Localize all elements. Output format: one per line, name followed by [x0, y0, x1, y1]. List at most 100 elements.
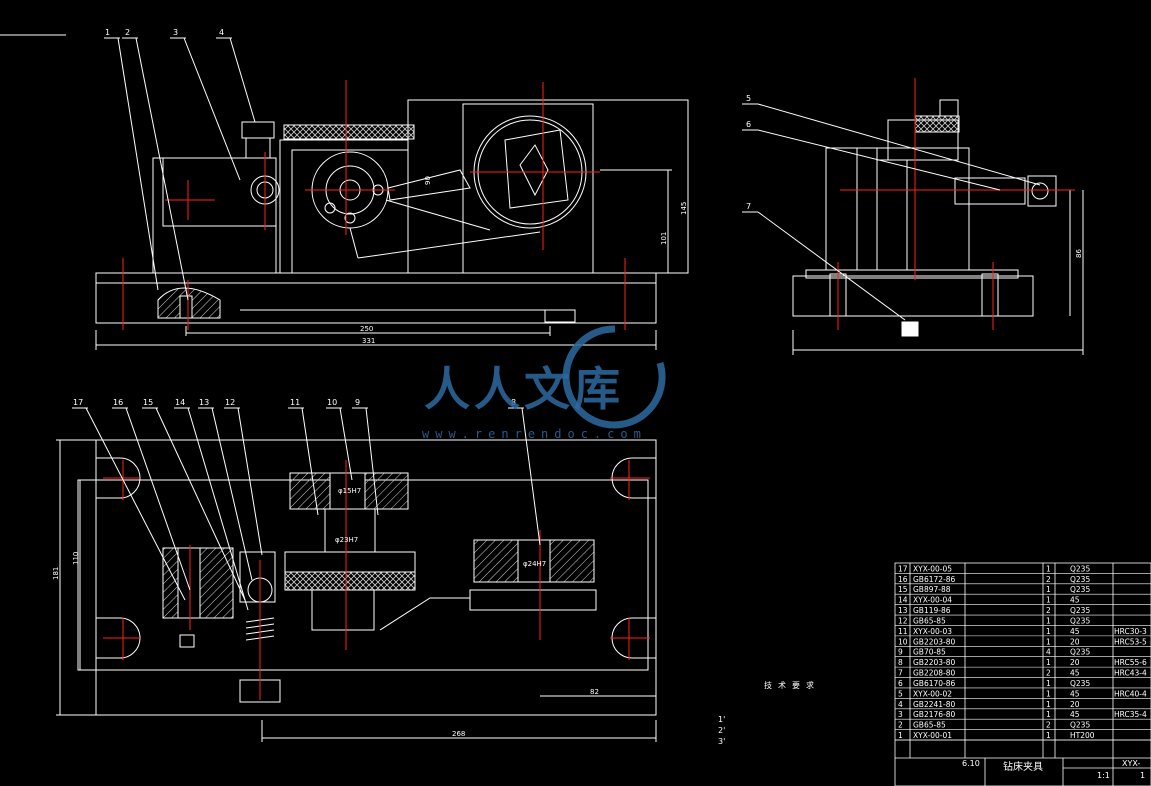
leader-lines: [72, 37, 1041, 611]
balloon-5: 5: [746, 94, 751, 103]
bom-cell-material: 45: [1070, 596, 1080, 605]
bom-cell-material: 20: [1070, 658, 1080, 667]
bom-cell-code: GB2176-80: [913, 710, 956, 719]
bom-cell-qty: 1: [1046, 700, 1051, 709]
bom-cell-note: HRC53-5: [1114, 637, 1147, 646]
bom-cell-material: Q235: [1070, 606, 1090, 615]
dim-phi23: φ23H7: [335, 536, 358, 544]
bom-cell-code: XYX-00-03: [913, 627, 952, 636]
dim-110: 110: [72, 552, 80, 565]
bom-cell-qty: 4: [1046, 648, 1051, 657]
balloon-11: 11: [290, 398, 300, 407]
bom-cell-no: 16: [898, 575, 908, 584]
balloon-4: 4: [219, 28, 224, 37]
bom-cell-qty: 1: [1046, 616, 1051, 625]
balloon-6: 6: [746, 120, 751, 129]
bom-cell-code: GB2203-80: [913, 637, 956, 646]
bom-cell-code: GB70-85: [913, 648, 946, 657]
bom-cell-note: HRC40-4: [1114, 689, 1147, 698]
bom-cell-code: GB119-86: [913, 606, 951, 615]
balloon-8: 8: [511, 398, 516, 407]
bom-cell-code: GB2203-80: [913, 658, 956, 667]
dim-181: 181: [52, 567, 60, 580]
bom-cell-code: GB2208-80: [913, 669, 956, 678]
bom-cell-no: 7: [898, 669, 903, 678]
bom-cell-qty: 1: [1046, 585, 1051, 594]
dim-90: 90: [424, 176, 432, 185]
plan-view: [56, 439, 657, 742]
dim-250: 250: [360, 325, 373, 333]
dim-82: 82: [590, 688, 599, 696]
bom-cell-qty: 1: [1046, 710, 1051, 719]
dim-101: 101: [660, 232, 668, 245]
bom-cell-material: 45: [1070, 710, 1080, 719]
front-centerlines: [122, 80, 626, 330]
bom-cell-no: 5: [898, 689, 903, 698]
tech-line-3: 3': [718, 737, 726, 746]
dim-331: 331: [362, 337, 375, 345]
bom-cell-no: 6: [898, 679, 903, 688]
bom-cell-code: GB65-85: [913, 721, 946, 730]
bom-cell-qty: 1: [1046, 689, 1051, 698]
dim-86: 86: [1075, 249, 1083, 258]
bom-cell-qty: 1: [1046, 658, 1051, 667]
bom-cell-note: HRC55-6: [1114, 658, 1147, 667]
bom-cell-material: 20: [1070, 637, 1080, 646]
tech-line-2: 2': [718, 726, 726, 735]
bom-cell-material: 45: [1070, 669, 1080, 678]
bom-cell-qty: 1: [1046, 627, 1051, 636]
dim-140: 140: [905, 326, 918, 334]
balloon-10: 10: [327, 398, 337, 407]
bom-cell-material: HT200: [1070, 731, 1095, 740]
side-centerlines: [837, 78, 1075, 330]
bom-cell-material: 45: [1070, 627, 1080, 636]
balloon-14: 14: [175, 398, 185, 407]
balloon-1: 1: [105, 28, 110, 37]
bom-cell-material: Q235: [1070, 564, 1090, 573]
dimension-texts: 250 331 90 101 145 86 140 181 110 82 268…: [52, 176, 1083, 738]
tech-heading: 技术要求: [764, 681, 820, 690]
bom-cell-no: 9: [898, 648, 903, 657]
bom-cell-qty: 2: [1046, 575, 1051, 584]
dim-phi15: φ15H7: [338, 487, 361, 495]
balloon-17: 17: [73, 398, 83, 407]
balloon-15: 15: [143, 398, 153, 407]
bom-cell-code: XYX-00-04: [913, 596, 952, 605]
bom-cell-no: 11: [898, 627, 908, 636]
bom-cell-no: 13: [898, 606, 908, 615]
dim-phi24: φ24H7: [523, 560, 546, 568]
balloon-numbers: 1 2 3 4 5 6 7 8 9 10 11 12 13 14 15 16 1…: [73, 28, 751, 407]
bom-cell-material: Q235: [1070, 679, 1090, 688]
front-view: [95, 99, 689, 350]
bom-cell-no: 17: [898, 564, 908, 573]
balloon-2: 2: [125, 28, 130, 37]
bom-cell-no: 3: [898, 710, 903, 719]
bom-cell-code: GB2241-80: [913, 700, 956, 709]
title-drawing-no: XYX-: [1122, 759, 1140, 768]
bom-cell-qty: 1: [1046, 596, 1051, 605]
bom-cell-code: XYX-00-01: [913, 731, 952, 740]
bom-cell-qty: 2: [1046, 606, 1051, 615]
plan-centerlines: [103, 460, 650, 700]
bom-cell-qty: 1: [1046, 679, 1051, 688]
bom-cell-material: Q235: [1070, 585, 1090, 594]
title-qty: 1: [1140, 771, 1145, 780]
bom-cell-no: 15: [898, 585, 908, 594]
bom-cell-code: GB6170-86: [913, 679, 956, 688]
bom-cell-qty: 1: [1046, 564, 1051, 573]
bom-cell-no: 1: [898, 731, 903, 740]
bom-cell-code: XYX-00-02: [913, 689, 952, 698]
bom-cell-material: Q235: [1070, 616, 1090, 625]
balloon-13: 13: [199, 398, 209, 407]
bom-cell-qty: 1: [1046, 731, 1051, 740]
bom-cell-code: GB65-85: [913, 616, 946, 625]
bom-cell-qty: 2: [1046, 721, 1051, 730]
bom-cell-note: HRC30-3: [1114, 627, 1147, 636]
title-date: 6.10: [962, 759, 980, 768]
bom-cell-no: 4: [898, 700, 903, 709]
balloon-12: 12: [225, 398, 235, 407]
dim-145: 145: [680, 202, 688, 215]
bom-cell-code: GB6172-86: [913, 575, 956, 584]
